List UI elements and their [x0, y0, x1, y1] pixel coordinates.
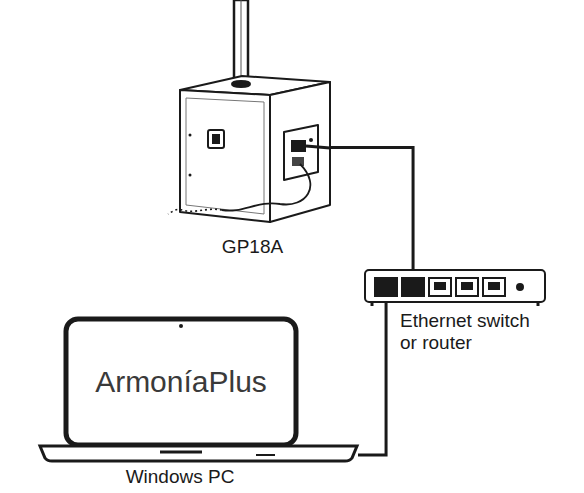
- switch-illustration: [365, 270, 545, 306]
- speaker-illustration-part: [234, 0, 248, 84]
- switch-illustration-part: [402, 278, 424, 296]
- switch-illustration-part: [429, 278, 451, 296]
- speaker-illustration-part: [222, 164, 310, 211]
- laptop-illustration-part: [179, 324, 183, 328]
- speaker-illustration-part: [189, 174, 192, 177]
- speaker-illustration-part: [208, 130, 224, 148]
- switch-illustration-part: [434, 282, 446, 290]
- speaker-illustration-part: [292, 157, 304, 166]
- switch-illustration-part: [483, 278, 505, 296]
- device-label: Windows PC: [80, 466, 280, 488]
- laptop-illustration-part: [256, 454, 275, 456]
- device-label: GP18A: [175, 236, 330, 258]
- speaker-illustration-part: [291, 140, 306, 152]
- speaker-illustration-part: [241, 0, 242, 80]
- speaker-illustration-part: [309, 138, 313, 142]
- network-cable: [330, 148, 413, 271]
- switch-illustration-part: [371, 302, 374, 306]
- speaker-illustration-part: [189, 134, 192, 137]
- switch-illustration-part: [488, 282, 500, 290]
- switch-node: Ethernet switch or router: [365, 270, 545, 302]
- speaker-illustration-part: [180, 90, 270, 222]
- speaker-node: GP18A: [175, 70, 330, 225]
- speaker-illustration-part: [212, 134, 220, 144]
- speaker-illustration-part: [186, 98, 264, 214]
- speaker-illustration-part: [168, 209, 222, 214]
- device-label: Ethernet switch or router: [400, 310, 545, 354]
- speaker-illustration-part: [232, 81, 250, 87]
- switch-illustration-part: [461, 282, 473, 290]
- laptop-illustration-part: [40, 446, 357, 461]
- laptop-illustration-part: [66, 319, 296, 445]
- switch-illustration-part: [517, 284, 523, 290]
- speaker-illustration-part: [306, 146, 330, 148]
- laptop-illustration-part: [160, 451, 202, 454]
- switch-illustration-part: [365, 270, 545, 302]
- screen-text: ArmoníaPlus: [70, 323, 292, 441]
- speaker-illustration-part: [284, 125, 318, 180]
- switch-illustration-part: [375, 278, 397, 296]
- network-cable: [358, 302, 386, 455]
- laptop-illustration: [40, 319, 357, 461]
- switch-illustration-part: [537, 302, 540, 306]
- speaker-illustration: [168, 0, 330, 222]
- switch-illustration-part: [456, 278, 478, 296]
- laptop-node: ArmoníaPlusWindows PC: [40, 315, 358, 463]
